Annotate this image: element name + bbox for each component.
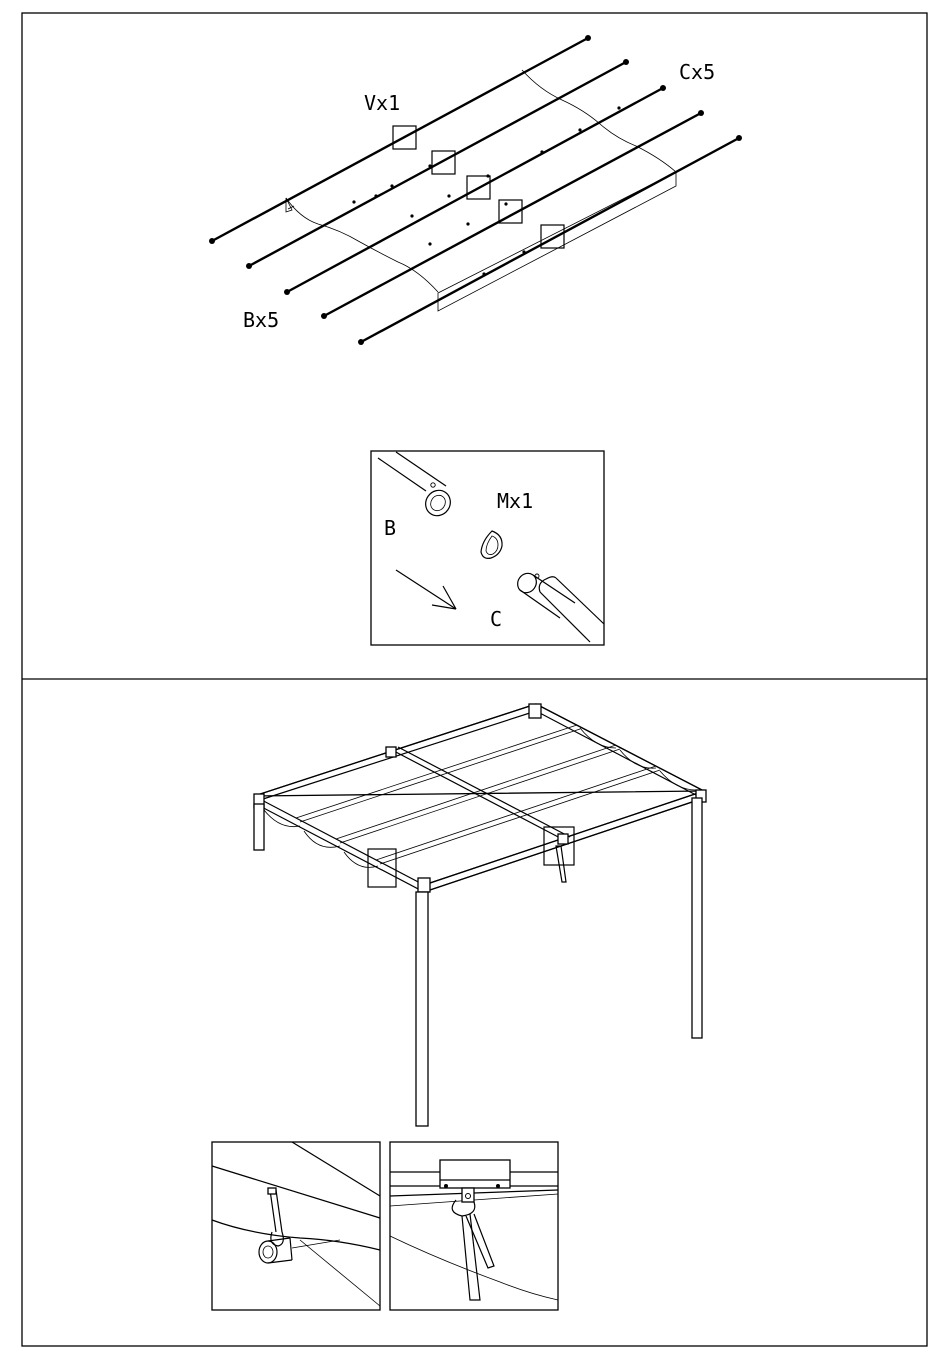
- pole-joint-detail: B Mx1 C: [371, 451, 604, 645]
- label-c-quantity: Cx5: [679, 60, 715, 84]
- label-part-b: B: [384, 516, 396, 540]
- label-v-quantity: Vx1: [364, 91, 400, 115]
- label-b-quantity: Bx5: [243, 308, 279, 332]
- label-part-c: C: [490, 607, 502, 631]
- detail-panel-left: [212, 1142, 380, 1310]
- canopy-poles-diagram: Vx1 Cx5 Bx5: [209, 35, 742, 345]
- pergola-posts: [254, 798, 702, 1126]
- canopy-pull-strap: [556, 846, 566, 882]
- roof-frame-beams: [254, 704, 704, 892]
- detail-panel-right: [390, 1142, 558, 1310]
- pergola-frame-diagram: [254, 704, 706, 1126]
- canopy-fabric: [286, 70, 676, 311]
- pole-set: [209, 35, 742, 345]
- label-part-m: Mx1: [497, 489, 533, 513]
